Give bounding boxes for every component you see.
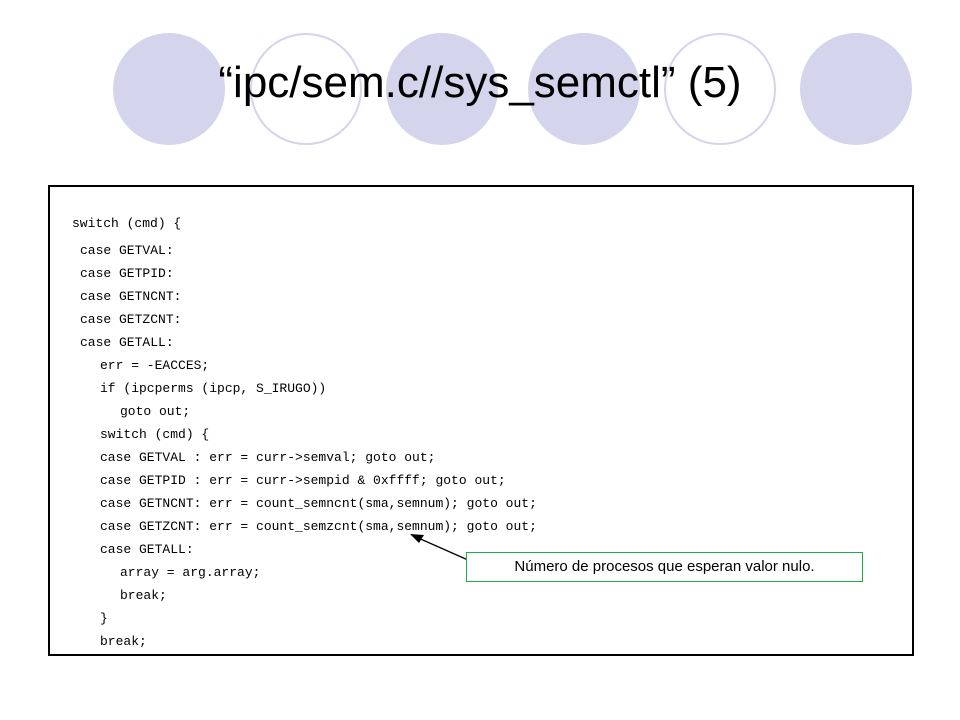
code-line: case GETZCNT: err = count_semzcnt(sma,se… [100,519,537,534]
decor-circle [386,33,498,145]
code-line: err = -EACCES; [100,358,210,373]
decor-circle [113,33,225,145]
decor-circle [528,33,640,145]
code-line: case GETALL: [80,335,174,350]
callout-box: Número de procesos que esperan valor nul… [466,552,863,582]
decorative-circles [0,0,960,170]
decor-circle [250,33,362,145]
code-line: case GETVAL: [80,243,174,258]
code-line: array = arg.array; [120,565,261,580]
code-line: case GETPID: [80,266,174,281]
slide-title: “ipc/sem.c//sys_semctl” (5) [218,58,742,107]
code-line: } [100,611,108,626]
code-line: case GETNCNT: err = count_semncnt(sma,se… [100,496,537,511]
code-line: case GETPID : err = curr->sempid & 0xfff… [100,473,506,488]
code-line: case GETZCNT: [80,312,182,327]
code-line: case GETVAL : err = curr->semval; goto o… [100,450,436,465]
code-line: if (ipcperms (ipcp, S_IRUGO)) [100,381,327,396]
code-block: switch (cmd) { case GETVAL: case GETPID:… [48,185,914,656]
code-line: switch (cmd) { [100,427,210,442]
decor-circle [664,33,776,145]
code-line: break; [100,634,147,649]
decor-circle [800,33,912,145]
code-line: case GETNCNT: [80,289,182,304]
code-line: case GETALL: [100,542,194,557]
code-line: switch (cmd) { [72,216,182,231]
code-line: goto out; [120,404,191,419]
code-line: break; [120,588,167,603]
